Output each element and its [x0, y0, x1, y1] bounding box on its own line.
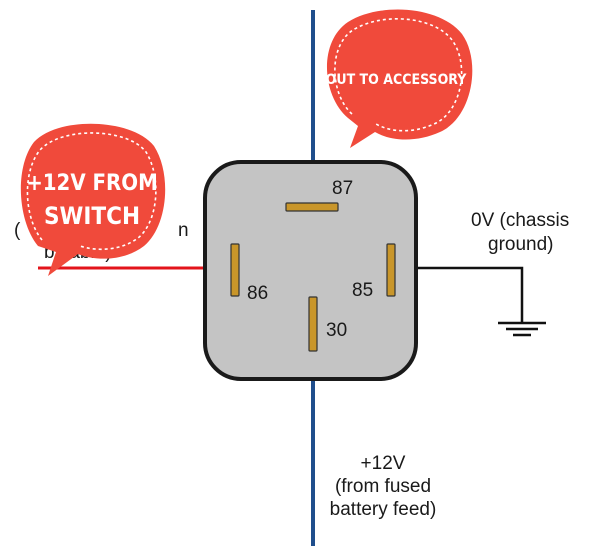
- ground-wire: [392, 266, 524, 322]
- switch-source-label-line1: (: [14, 220, 21, 241]
- pin-86: [230, 243, 240, 297]
- pin-87-label: 87: [332, 178, 353, 199]
- pin-85: [386, 243, 396, 297]
- ground-label-line1: 0V (chassis: [471, 210, 569, 231]
- battery-label-line3: battery feed): [330, 499, 437, 520]
- pin-86-label: 86: [247, 283, 268, 304]
- battery-label-line1: +12V: [361, 453, 406, 474]
- switch-source-label-line2: n: [178, 220, 189, 241]
- accessory-callout-text: OUT TO ACCESSORY: [326, 72, 468, 88]
- pin-30-label: 30: [326, 320, 347, 341]
- battery-label-line2: (from fused: [335, 476, 431, 497]
- switch-callout-bubble: +12V FROM SWITCH: [20, 123, 166, 276]
- ground-icon: [498, 321, 546, 337]
- switch-callout-text-line2: SWITCH: [44, 202, 140, 230]
- accessory-callout-bubble: OUT TO ACCESSORY: [326, 9, 473, 148]
- pin-30: [308, 296, 318, 352]
- pin-85-label: 85: [352, 280, 373, 301]
- relay-body: [203, 160, 418, 381]
- switch-callout-text-line1: +12V FROM: [26, 171, 158, 196]
- ground-label-line2: ground): [488, 234, 554, 255]
- pin-87: [285, 202, 339, 212]
